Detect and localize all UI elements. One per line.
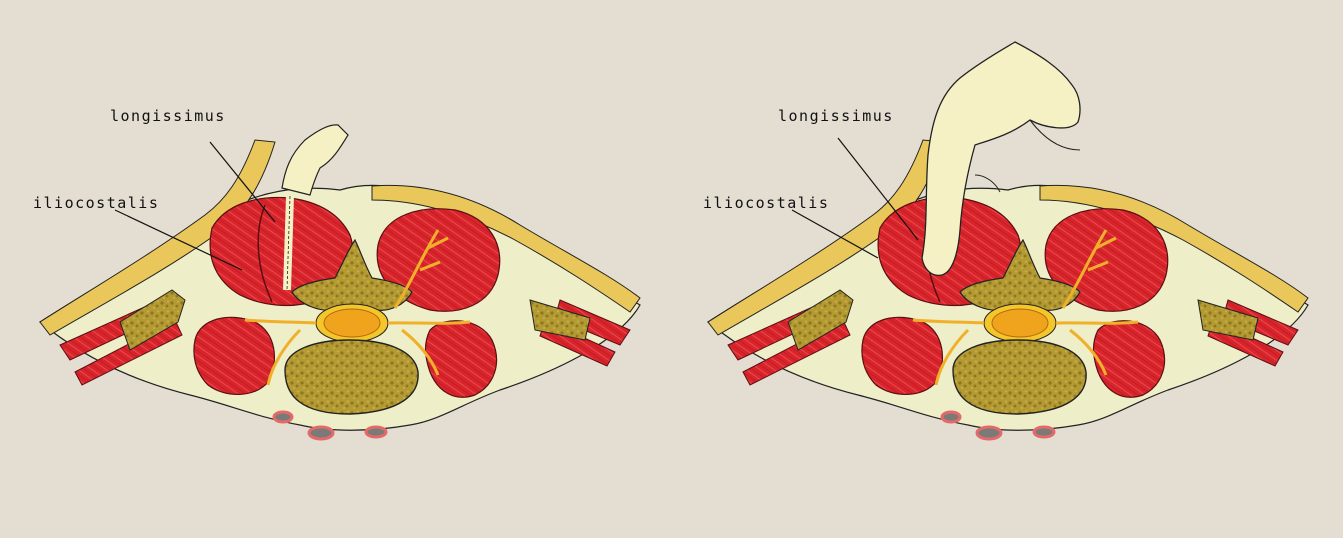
iliocostalis-label-right: iliocostalis bbox=[703, 194, 829, 212]
longissimus-label-right: longissimus bbox=[778, 107, 894, 125]
iliocostalis-label: iliocostalis bbox=[33, 194, 159, 212]
longissimus-label: longissimus bbox=[110, 107, 226, 125]
